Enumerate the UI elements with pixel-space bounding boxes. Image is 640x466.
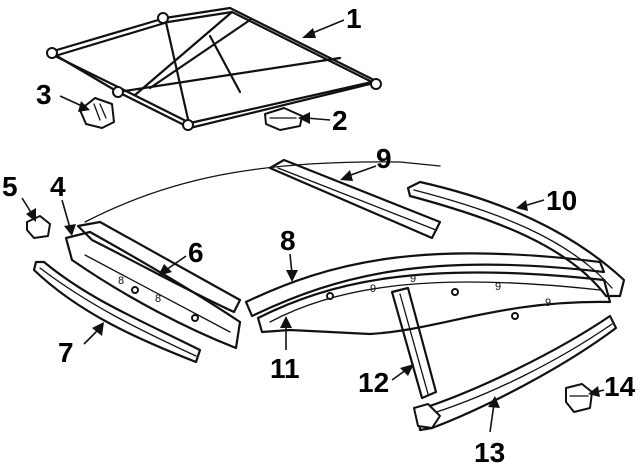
- svg-text:8: 8: [155, 293, 161, 305]
- callout-12: 12: [358, 367, 389, 398]
- callout-7: 7: [58, 337, 74, 368]
- callout-5: 5: [2, 171, 18, 202]
- part-5-clip: [26, 215, 51, 239]
- svg-text:9: 9: [495, 281, 501, 293]
- part-7-front-trim: [32, 260, 202, 364]
- callouts: 1 2 3 4 5 6 7 8 9 10: [2, 3, 636, 466]
- svg-text:9: 9: [410, 273, 416, 285]
- callout-8: 8: [280, 225, 296, 256]
- part-13-lower-rail: [413, 314, 618, 432]
- callout-6: 6: [188, 237, 204, 268]
- callout-11: 11: [270, 353, 300, 384]
- callout-14: 14: [604, 371, 636, 402]
- svg-text:9: 9: [370, 283, 376, 295]
- part-14-clip: [565, 383, 593, 413]
- callout-13: 13: [474, 437, 505, 466]
- part-9-center-rail: [268, 158, 442, 240]
- part-6-front-header: 8 8: [64, 220, 242, 350]
- part-8-side-rail: 9 9 9 9: [244, 252, 612, 336]
- callout-3: 3: [36, 79, 52, 110]
- callout-1: 1: [346, 3, 362, 34]
- part-3-bracket: [79, 97, 115, 129]
- callout-10: 10: [546, 185, 577, 216]
- part-1-sunshade-frame: [46, 6, 382, 131]
- callout-9: 9: [376, 143, 392, 174]
- svg-text:9: 9: [545, 297, 551, 309]
- callout-4: 4: [50, 171, 66, 202]
- part-2-clip: [264, 107, 303, 131]
- roof-outline: [84, 161, 441, 223]
- svg-text:8: 8: [118, 275, 124, 287]
- part-12-pillar: [390, 286, 438, 400]
- callout-2: 2: [332, 105, 348, 136]
